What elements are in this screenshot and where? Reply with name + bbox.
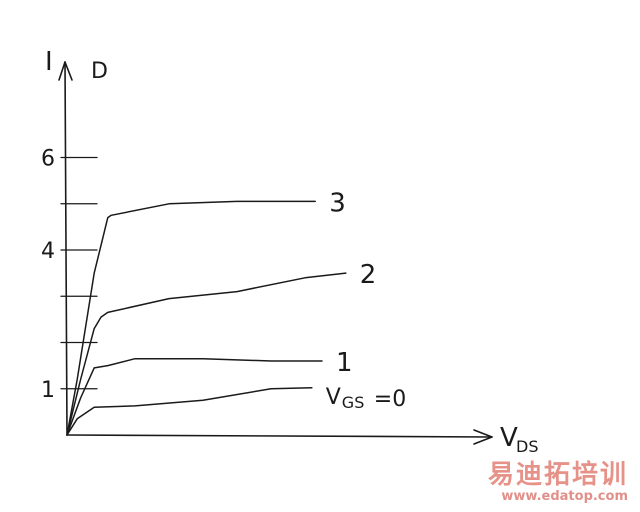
series-line [66, 387, 313, 436]
y-axis-label-sub: D [91, 59, 108, 84]
y-axis-line [64, 61, 68, 436]
y-axis-label: I [45, 47, 53, 77]
series-line [66, 357, 323, 436]
watermark-logo: 易迪拓培训 www.edatop.com [488, 461, 628, 504]
x-axis-label: V [500, 423, 518, 453]
x-axis-line [66, 434, 493, 438]
x-axis-label-sub: DS [516, 437, 538, 456]
watermark-url: www.edatop.com [501, 489, 628, 504]
series-line [66, 272, 347, 436]
series-label-suffix: =0 [374, 387, 406, 412]
chart-axes [58, 61, 493, 445]
x-axis-arrow [473, 429, 493, 445]
series-label-sub: GS [342, 393, 365, 412]
series-label: 2 [360, 260, 377, 290]
y-axis-arrow [58, 61, 73, 81]
watermark-title: 易迪拓培训 [487, 460, 628, 490]
series-label: 1 [336, 348, 353, 378]
series-label: 3 [329, 188, 346, 218]
series-label: V [326, 385, 341, 410]
y-tick-label: 6 [41, 147, 55, 172]
y-tick-label: 4 [41, 239, 55, 264]
series-line [66, 200, 316, 436]
y-tick-label: 1 [41, 378, 55, 403]
chart-series [66, 200, 347, 436]
